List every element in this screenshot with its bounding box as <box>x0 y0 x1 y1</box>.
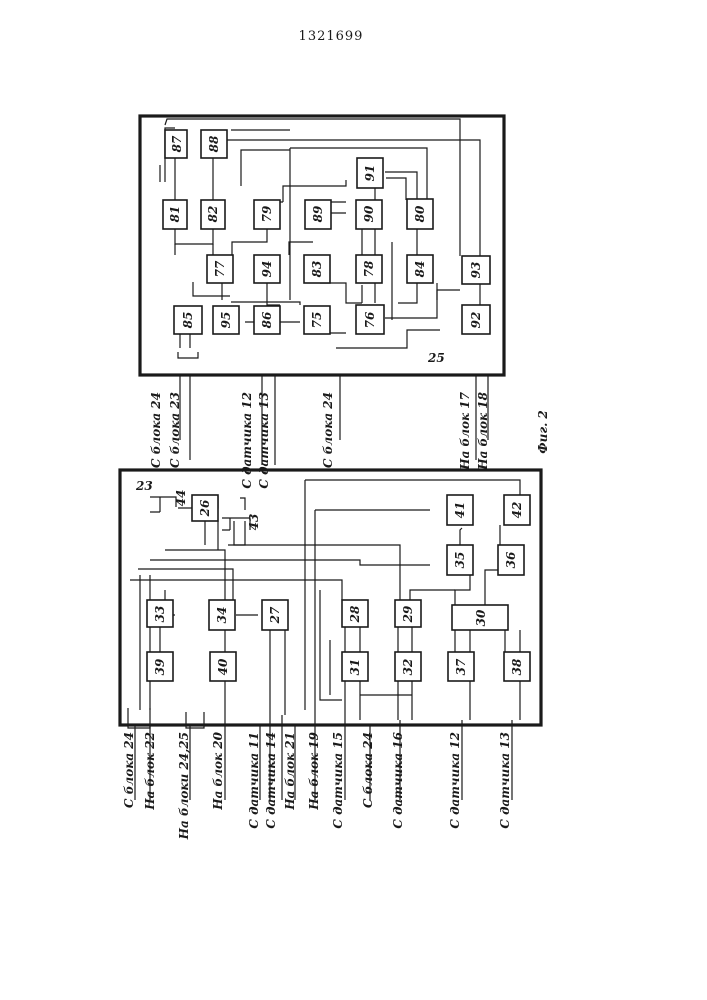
block-79-label: 79 <box>260 205 274 222</box>
unit-23-in-sensor-12: С датчика 12 <box>448 732 462 829</box>
block-78-label: 78 <box>362 260 376 277</box>
block-95-label: 95 <box>219 312 233 329</box>
patent-number: 1321699 <box>299 29 364 44</box>
unit-25-out-block-17: На блок 17 <box>458 391 472 470</box>
block-32-label: 32 <box>401 659 415 676</box>
unit-25-in-sensor-13: С датчика 13 <box>257 392 271 489</box>
block-34-label: 34 <box>215 607 229 624</box>
block-37-label: 37 <box>454 658 468 675</box>
block-83-label: 83 <box>310 261 324 278</box>
block-40-label: 40 <box>216 658 230 675</box>
unit-25-in-block-24-b: С блока 24 <box>321 392 335 468</box>
unit-25-in-sensor-12: С датчика 12 <box>240 392 254 489</box>
block-90-label: 90 <box>362 205 376 222</box>
unit-23-in-sensor-15: С датчика 15 <box>331 732 345 829</box>
block-26-label: 26 <box>198 499 212 517</box>
block-91-label: 91 <box>363 165 377 182</box>
unit-25-in-block-24-a: С блока 24 <box>149 392 163 468</box>
unit-23-in-sensor-16: С датчика 16 <box>391 731 405 828</box>
block-30-label: 30 <box>474 609 488 626</box>
block-27-label: 27 <box>268 606 282 624</box>
block-42-label: 42 <box>510 502 524 519</box>
unit-23-out-blocks-24-25: На блоки 24,25 <box>177 732 191 840</box>
unit-23-in-sensor-13: С датчика 13 <box>498 732 512 829</box>
unit-23-label: 23 <box>135 479 153 493</box>
figure-caption: Фиг. 2 <box>536 410 550 454</box>
block-38-label: 38 <box>510 658 524 675</box>
unit-25-frame <box>140 116 504 375</box>
unit-23-out-block-20: На блок 20 <box>211 731 225 810</box>
unit-25-blocks: 87 88 81 82 79 89 91 90 80 77 94 83 78 8… <box>163 130 490 334</box>
unit-23-out-block-21: На блок 21 <box>283 732 297 811</box>
block-39-label: 39 <box>153 658 167 675</box>
block-28-label: 28 <box>348 605 362 623</box>
block-89-label: 89 <box>311 205 325 222</box>
switch-43-label: 43 <box>247 514 261 531</box>
block-81-label: 81 <box>168 206 182 223</box>
block-93-label: 93 <box>469 262 483 279</box>
block-94-label: 94 <box>260 261 274 278</box>
unit-23-out-block-22: На блок 22 <box>143 732 157 811</box>
block-86-label: 86 <box>260 311 274 328</box>
block-92-label: 92 <box>469 312 483 329</box>
unit-23-out-block-19: На блок 19 <box>307 731 321 810</box>
unit-23: 23 <box>120 470 541 840</box>
block-35-label: 35 <box>453 552 467 569</box>
block-84-label: 84 <box>413 261 427 278</box>
block-80-label: 80 <box>413 205 427 222</box>
block-36-label: 36 <box>504 551 518 568</box>
unit-25-label: 25 <box>427 351 445 365</box>
block-33-label: 33 <box>153 606 167 623</box>
block-88-label: 88 <box>207 135 221 152</box>
block-85-label: 85 <box>181 312 195 329</box>
block-75-label: 75 <box>310 312 324 329</box>
block-76-label: 76 <box>363 311 377 328</box>
block-82-label: 82 <box>206 206 220 223</box>
block-87-label: 87 <box>170 135 184 152</box>
block-41-label: 41 <box>453 502 467 519</box>
unit-25: 25 <box>140 116 504 489</box>
unit-23-in-block-24-a: С блока 24 <box>122 732 136 808</box>
unit-23-in-block-24-b: С блока 24 <box>361 732 375 808</box>
unit-25-in-block-23: С блока 23 <box>168 392 182 468</box>
switch-44-label: 44 <box>174 490 188 507</box>
block-77-label: 77 <box>213 260 227 277</box>
block-31-label: 31 <box>348 659 362 676</box>
unit-23-in-sensor-11: С датчика 11 <box>247 732 261 829</box>
block-29-label: 29 <box>401 605 415 623</box>
unit-25-out-block-18: На блок 18 <box>476 391 490 470</box>
unit-23-in-sensor-14: С датчика 14 <box>264 732 278 829</box>
